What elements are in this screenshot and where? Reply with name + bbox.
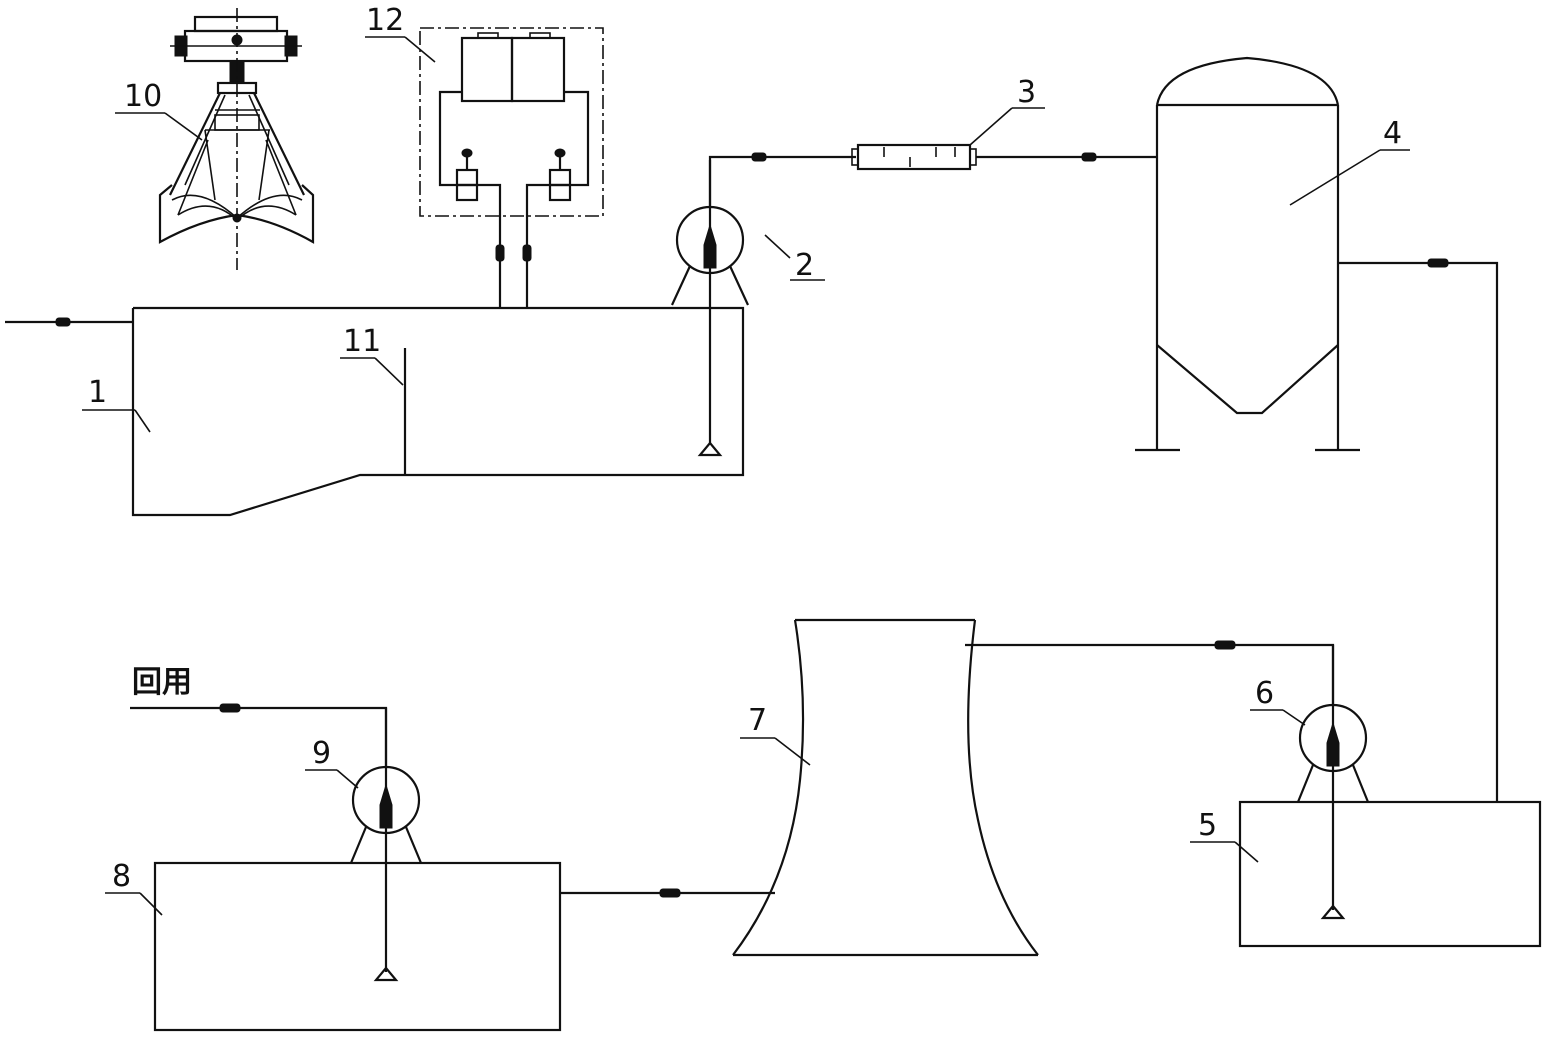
label-7: 7	[748, 703, 767, 738]
label-5: 5	[1198, 808, 1217, 843]
label-12: 12	[366, 3, 404, 38]
label-6: 6	[1255, 676, 1274, 711]
leader-lines	[82, 36, 1410, 916]
label-2: 2	[795, 248, 814, 283]
pipe-filter3-to-tower4	[976, 152, 1157, 162]
label-11: 11	[343, 324, 381, 359]
label-9: 9	[312, 736, 331, 771]
pipe-vessel4-to-tank5	[1338, 258, 1499, 802]
label-10: 10	[124, 79, 162, 114]
settling-tank-1	[131, 306, 745, 517]
vessel-4	[1135, 56, 1360, 452]
label-3: 3	[1017, 75, 1036, 110]
reuse-outlet-pipe	[130, 703, 388, 767]
pipe-pump6-to-tower7	[965, 640, 1335, 705]
grab-bucket-10	[158, 8, 315, 270]
label-8: 8	[112, 859, 131, 894]
inlet-pipe	[5, 317, 133, 327]
filter-3	[851, 143, 977, 171]
label-reuse: 回用	[132, 665, 192, 700]
label-4: 4	[1383, 116, 1402, 151]
tank-5	[1238, 800, 1542, 948]
tank-8	[153, 861, 562, 1032]
dosing-device-12	[419, 27, 604, 308]
pipe-tower7-to-tank8	[560, 888, 775, 898]
label-1: 1	[88, 375, 107, 410]
pipe-pump2-to-filter3	[708, 152, 856, 207]
cooling-tower-7	[732, 618, 1039, 957]
